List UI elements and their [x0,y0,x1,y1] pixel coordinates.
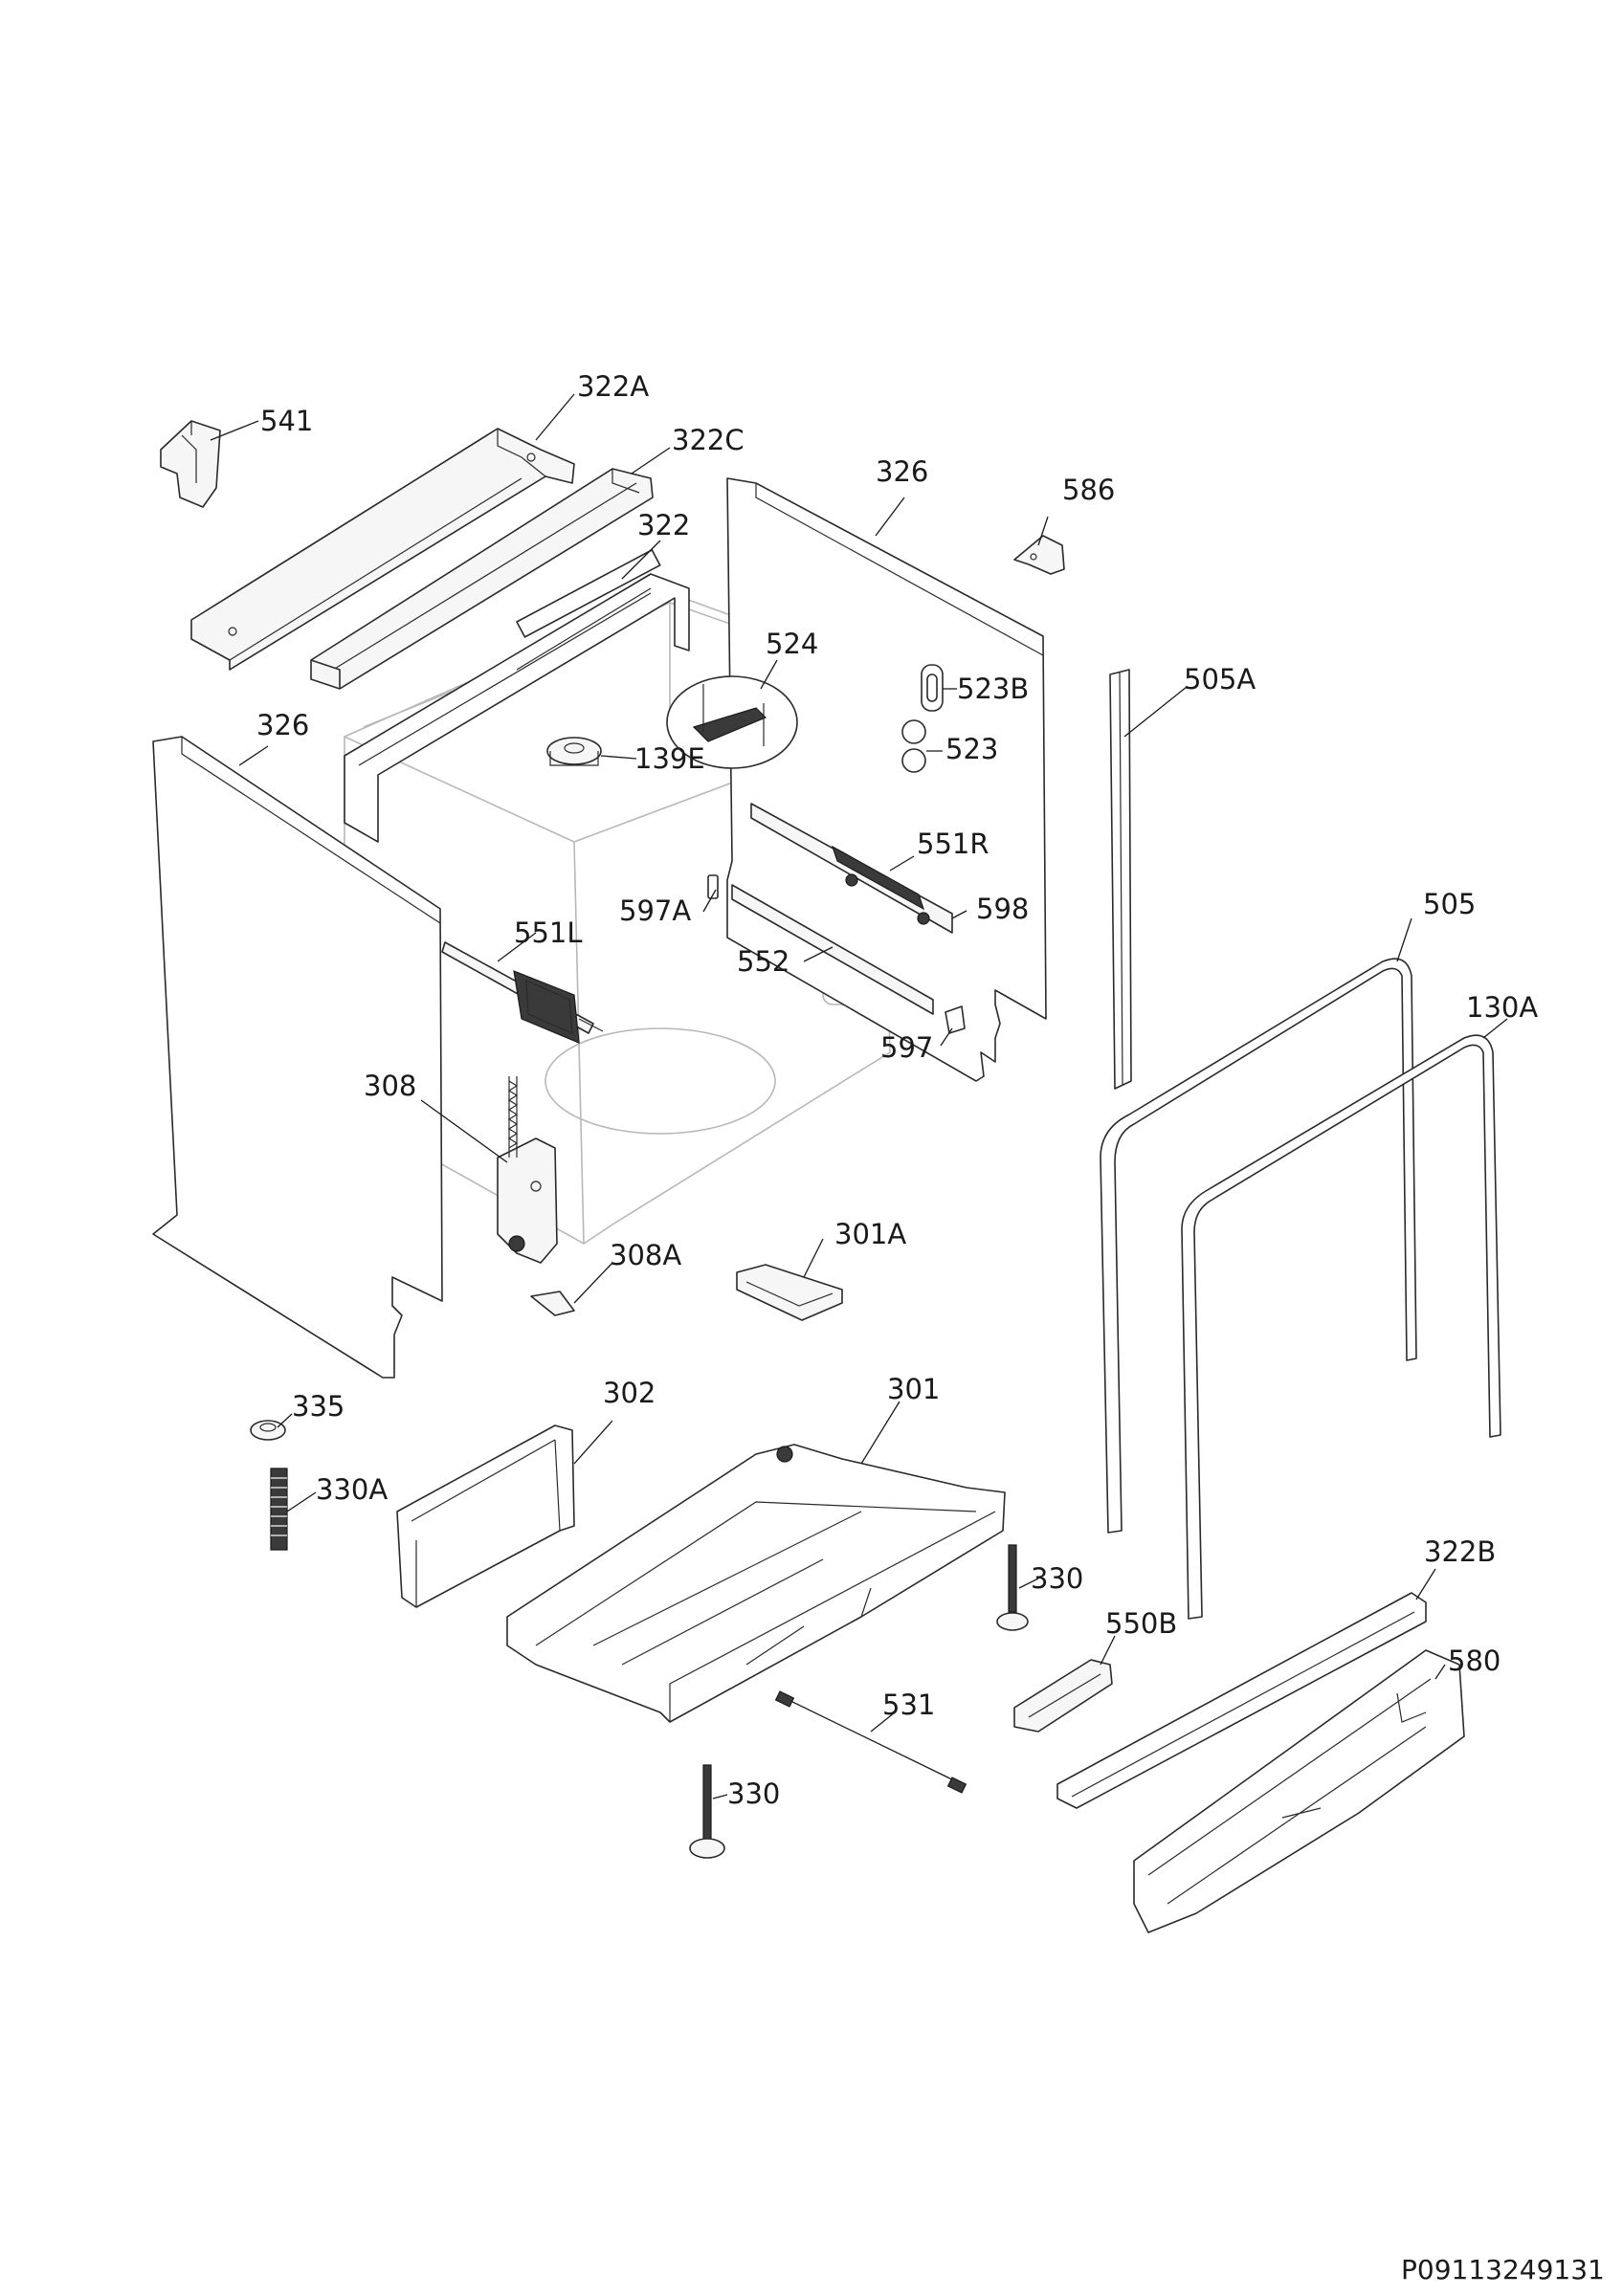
label-301A: 301A [834,1218,906,1250]
label-322: 322 [637,509,690,541]
label-531: 531 [882,1689,935,1721]
label-326-top: 326 [876,455,928,488]
label-322C: 322C [672,424,745,456]
part-330-foot-right [996,1544,1029,1631]
label-302: 302 [603,1377,656,1409]
part-322B-rail [1056,1592,1427,1809]
part-551L-rail [441,941,604,1044]
part-330-foot-bottom [689,1764,725,1859]
part-301-base-tray [506,1444,1006,1723]
label-139E: 139E [634,742,705,775]
part-523B-523 [901,664,944,773]
part-301A-cover [736,1264,843,1321]
document-number: P09113249131 [1401,2254,1605,2285]
part-139E-wheel [546,737,602,766]
part-550B-bracket [1013,1659,1113,1733]
label-326-left: 326 [256,709,309,741]
part-322A-rail [190,428,575,671]
label-541: 541 [260,405,313,437]
label-598: 598 [976,893,1029,925]
label-330A: 330A [316,1473,388,1506]
part-524-oval-insert [666,675,798,769]
part-541-bracket [160,420,221,508]
label-550B: 550B [1105,1607,1177,1640]
label-322B: 322B [1424,1535,1496,1568]
part-531-cable [774,1690,967,1794]
part-580-kick-panel [1133,1649,1465,1933]
label-551L: 551L [514,916,583,949]
part-322-frame [344,549,690,843]
leader-lines [210,393,1508,1799]
label-580: 580 [1448,1645,1501,1677]
part-326-left-panel [152,736,443,1379]
label-505: 505 [1423,888,1476,920]
label-308A: 308A [610,1239,681,1271]
part-labels: 541 322A 322C 322 326 586 524 523B 523 5… [256,370,1538,1810]
part-308-hinge [497,1076,558,1264]
label-330-right: 330 [1031,1562,1083,1595]
part-505A-strip [1109,669,1132,1090]
part-330A-spring-foot [270,1468,288,1551]
label-301: 301 [887,1373,940,1405]
label-330-bottom: 330 [727,1777,780,1810]
label-523B: 523B [957,673,1029,705]
label-597A: 597A [619,894,691,927]
part-552-rail [731,884,934,1015]
label-552: 552 [737,945,789,978]
part-335-cap [250,1420,286,1441]
part-551R-rail [750,803,953,934]
part-302-panel [396,1424,575,1608]
label-523: 523 [945,733,998,765]
part-586-bracket [1013,535,1065,575]
label-524: 524 [766,628,818,660]
part-308A-clip [530,1291,575,1316]
label-130A: 130A [1466,991,1538,1024]
part-597A-597-clips [707,874,966,1034]
part-322C-rail [310,468,654,690]
label-505A: 505A [1184,663,1256,695]
part-505-seal [1100,958,1417,1534]
part-130A-seal [1181,1034,1501,1620]
label-586: 586 [1062,474,1115,506]
label-308: 308 [364,1070,416,1102]
label-597: 597 [880,1031,933,1064]
label-322A: 322A [577,370,649,403]
label-335: 335 [292,1390,345,1423]
part-326-right-panel [726,477,1047,1082]
label-551R: 551R [917,828,989,860]
